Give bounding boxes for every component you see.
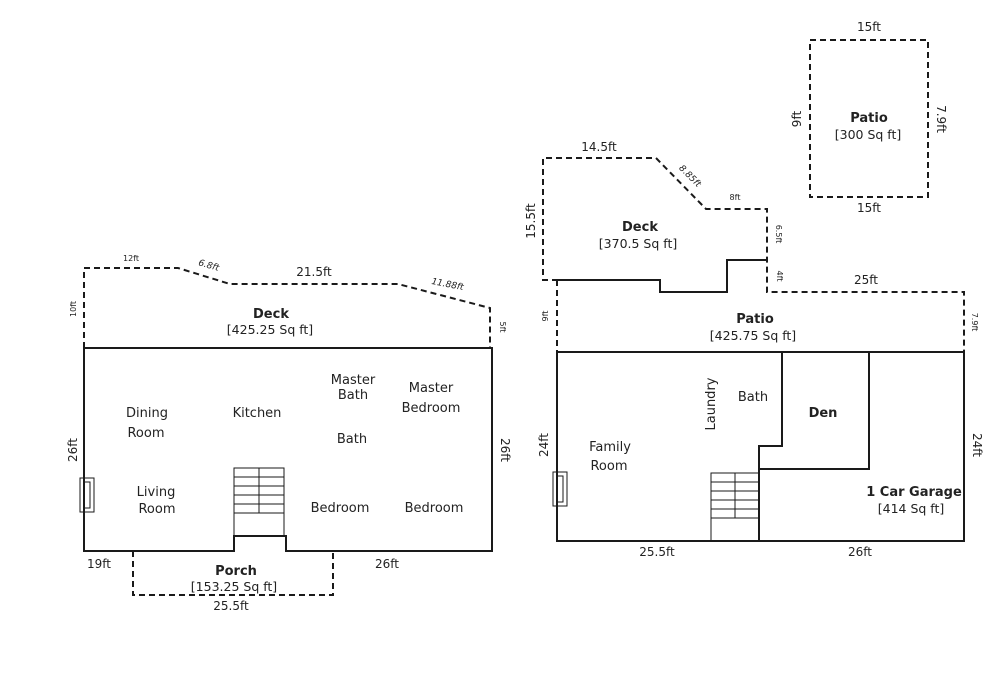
deck-outline-left	[83, 267, 491, 348]
dim-bottom-right-right-plan: 26ft	[848, 545, 872, 559]
bedroom-2-label: Bedroom	[405, 501, 464, 516]
dim-patio-run: 25ft	[854, 273, 878, 287]
bath-label-left: Bath	[337, 432, 367, 447]
dim-deck-angle-right: 11.88ft	[430, 277, 464, 293]
dim-deck-left: 10ft	[69, 301, 78, 317]
stairs-left	[233, 467, 285, 537]
deck-step-wall	[558, 259, 767, 293]
house-walls-left	[83, 347, 493, 552]
dim-bottom-left-right-plan: 25.5ft	[639, 545, 675, 559]
bedroom-1-label: Bedroom	[311, 501, 370, 516]
garage-title: 1 Car Garage	[866, 485, 962, 500]
dim-deck-right: 6.5ft	[774, 225, 783, 244]
porch-area: [153.25 Sq ft]	[191, 579, 277, 594]
dim-patio-left: 9ft	[790, 111, 804, 128]
family-room-label-2: Room	[590, 459, 627, 474]
deck-right-area: [370.5 Sq ft]	[599, 236, 677, 251]
dim-patio-left: 9ft	[541, 311, 550, 322]
dim-deck-left: 15.5ft	[524, 203, 538, 239]
second-floor-plan: Patio [300 Sq ft] Deck [370.5 Sq ft] Pat…	[524, 20, 984, 559]
dim-patio-top: 15ft	[857, 20, 881, 34]
dim-deck-right: 5ft	[498, 322, 507, 333]
patio-top-outline	[809, 39, 929, 198]
dim-deck-top-left: 12ft	[123, 254, 139, 263]
dim-house-left: 26ft	[66, 438, 80, 462]
first-floor-plan: Deck [425.25 Sq ft] Dining Room Kitchen …	[66, 254, 512, 613]
dim-house-right: 26ft	[498, 438, 512, 462]
dim-deck-notch: 4ft	[775, 271, 784, 282]
dining-room-label-1: Dining	[126, 406, 168, 421]
family-room-label-1: Family	[589, 440, 631, 455]
deck-left-title: Deck	[253, 307, 289, 322]
dim-deck-angle-left: 6.8ft	[197, 258, 220, 274]
stairs-right	[710, 472, 760, 542]
house-walls-right	[556, 351, 965, 542]
dim-deck-top: 14.5ft	[581, 140, 617, 154]
master-bedroom-label-2: Bedroom	[402, 401, 461, 416]
master-bedroom-label-1: Master	[409, 381, 454, 396]
dim-patio-bottom: 15ft	[857, 201, 881, 215]
master-bath-label-2: Bath	[338, 388, 368, 403]
dim-deck-top-mid: 21.5ft	[296, 265, 332, 279]
kitchen-label: Kitchen	[233, 406, 282, 421]
dim-deck-step: 8ft	[730, 193, 741, 202]
deck-outline-right	[542, 157, 965, 352]
fireplace-right	[552, 471, 568, 507]
dim-patio-right: 7.9ft	[970, 313, 979, 332]
bath-label-right: Bath	[738, 390, 768, 405]
patio-mid-area: [425.75 Sq ft]	[710, 328, 796, 343]
den-title: Den	[809, 406, 838, 421]
deck-right-title: Deck	[622, 220, 658, 235]
dim-house-right-right-plan: 24ft	[970, 433, 984, 457]
dim-patio-right: 7.9ft	[934, 105, 948, 133]
dim-bottom-right: 26ft	[375, 557, 399, 571]
porch-title: Porch	[215, 564, 257, 579]
patio-top-title: Patio	[850, 111, 888, 126]
dim-bottom-left: 19ft	[87, 557, 111, 571]
living-room-label-2: Room	[138, 502, 175, 517]
dim-deck-angle: 8.85ft	[676, 164, 702, 190]
living-room-label-1: Living	[137, 485, 176, 500]
dim-porch-bottom: 25.5ft	[213, 599, 249, 613]
porch-outline	[132, 551, 334, 596]
dim-house-left-right-plan: 24ft	[537, 433, 551, 457]
dining-room-label-2: Room	[127, 426, 164, 441]
laundry-label: Laundry	[704, 377, 719, 430]
garage-area: [414 Sq ft]	[878, 501, 945, 516]
deck-left-area: [425.25 Sq ft]	[227, 322, 313, 337]
patio-top-area: [300 Sq ft]	[835, 127, 902, 142]
fireplace-left	[79, 477, 95, 513]
den-walls	[758, 352, 870, 470]
master-bath-label-1: Master	[331, 373, 376, 388]
patio-mid-title: Patio	[736, 312, 774, 327]
